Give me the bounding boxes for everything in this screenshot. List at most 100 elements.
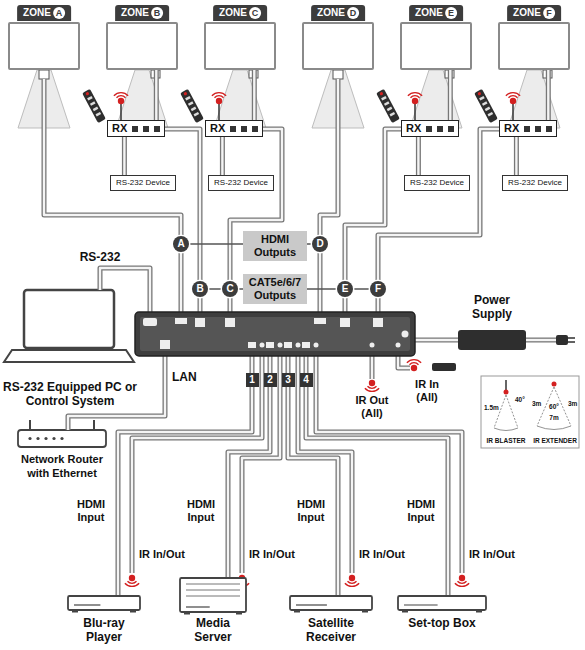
zone-display: ZONEB xyxy=(106,22,178,70)
dimension: 40° xyxy=(515,396,525,404)
zone-letter: F xyxy=(543,7,555,19)
source-device: Blu-ray Player xyxy=(66,616,142,644)
zone-label: ZONE xyxy=(219,7,247,19)
input-number: 3 xyxy=(282,373,295,387)
ir-wave xyxy=(128,581,137,583)
ir-label: IR In/Out xyxy=(469,548,515,561)
hdmi-input-cable xyxy=(118,356,252,596)
ir-dot xyxy=(216,98,222,104)
zone-letter: C xyxy=(249,7,261,19)
port-letter: C xyxy=(222,281,238,297)
ir-port xyxy=(396,343,401,348)
bluray-player-foot xyxy=(72,610,78,613)
remote-emitter xyxy=(183,91,187,95)
cable-core xyxy=(118,356,252,596)
rj45-port xyxy=(373,318,383,327)
remote-button xyxy=(390,112,396,117)
remote-button xyxy=(93,107,99,112)
router-light xyxy=(44,437,47,440)
dimension: 60° xyxy=(549,403,559,411)
device-label: Power Supply xyxy=(461,293,523,321)
power-cable xyxy=(415,340,458,341)
hdmi-cable xyxy=(156,70,157,120)
input-label: HDMI Input xyxy=(180,498,222,524)
remote-button xyxy=(188,101,194,106)
input-number: 1 xyxy=(246,373,259,387)
input-label: HDMI Input xyxy=(70,498,112,524)
zone-d-cable xyxy=(320,79,338,312)
port-letter: A xyxy=(173,236,189,252)
ir-blaster-cable xyxy=(505,380,507,390)
cable-core xyxy=(449,70,451,120)
zone-header: ZONEE xyxy=(409,5,463,21)
hdmi-cable xyxy=(516,137,517,175)
cable-core xyxy=(100,268,150,312)
remote-button xyxy=(185,96,191,101)
set-top-box-detail xyxy=(404,604,438,605)
ir-eye-wire xyxy=(120,104,122,120)
media-server-bay xyxy=(186,584,240,585)
remote-icon xyxy=(376,89,400,123)
remote-button xyxy=(387,107,393,112)
device-label: RS-232 Equipped PC or Control System xyxy=(0,380,140,408)
ir-wave xyxy=(345,583,359,586)
source-device: Satellite Receiver xyxy=(290,616,372,644)
ir-symbol xyxy=(365,380,379,392)
ir-eye-wire xyxy=(218,104,220,120)
hdmi-port xyxy=(284,342,292,348)
satellite-receiver-detail xyxy=(296,604,327,605)
matrix-body xyxy=(135,312,415,356)
remote-button xyxy=(96,112,102,117)
router-light xyxy=(28,437,31,440)
ir-wave xyxy=(215,96,224,98)
ir-symbol xyxy=(506,93,520,105)
ir-symbol xyxy=(455,575,469,587)
zone-header: ZONEC xyxy=(213,5,267,21)
ir-inset xyxy=(481,376,579,448)
zone-header: ZONEF xyxy=(507,5,561,21)
hdmi-port xyxy=(266,342,274,348)
cable-outline xyxy=(228,356,270,578)
router-light xyxy=(60,437,63,440)
power-port xyxy=(402,331,409,338)
device-label: RS-232 Device xyxy=(508,178,562,188)
satellite-receiver-foot xyxy=(362,610,368,613)
cable-outline xyxy=(220,137,225,175)
remote-button xyxy=(384,101,390,106)
receiver-box: RX xyxy=(401,120,459,137)
ir-extender-dot xyxy=(552,382,557,387)
dimension: 3m xyxy=(532,400,541,408)
ir-dot xyxy=(129,575,135,581)
ir-symbol xyxy=(114,93,128,105)
port-icon xyxy=(448,126,454,132)
cable-outline xyxy=(242,356,280,573)
ir-symbol xyxy=(125,575,139,587)
port-letter: E xyxy=(337,281,353,297)
port-letter: B xyxy=(192,281,208,297)
port-icon xyxy=(426,126,432,132)
bluray-player xyxy=(68,596,140,610)
cable-core xyxy=(415,339,458,341)
remote-button xyxy=(479,96,485,101)
zone-display: ZONEC xyxy=(204,22,276,70)
cable-core xyxy=(417,137,419,175)
output-group-label: CAT5e/6/7 Outputs xyxy=(243,274,307,304)
source-device: Media Server xyxy=(178,616,248,644)
input-label: HDMI Input xyxy=(290,498,332,524)
ir-wave xyxy=(407,360,421,363)
ir-dot xyxy=(411,365,417,371)
cable-core xyxy=(242,356,280,573)
rs232-device: RS-232 Device xyxy=(502,175,568,191)
zone-display: ZONEF xyxy=(498,22,570,70)
zone-letter: D xyxy=(347,7,359,19)
ir-wave xyxy=(368,386,377,388)
cable-outline xyxy=(122,137,127,175)
control-pc: RS-232 Equipped PC or Control System xyxy=(0,380,140,408)
signal-label: RS-232 xyxy=(79,250,122,264)
db9-port xyxy=(143,318,157,326)
ir-out-cable xyxy=(372,356,373,379)
ir-dot xyxy=(412,98,418,104)
device-label: Network Router with Ethernet xyxy=(14,452,110,480)
port-icon xyxy=(437,126,443,132)
